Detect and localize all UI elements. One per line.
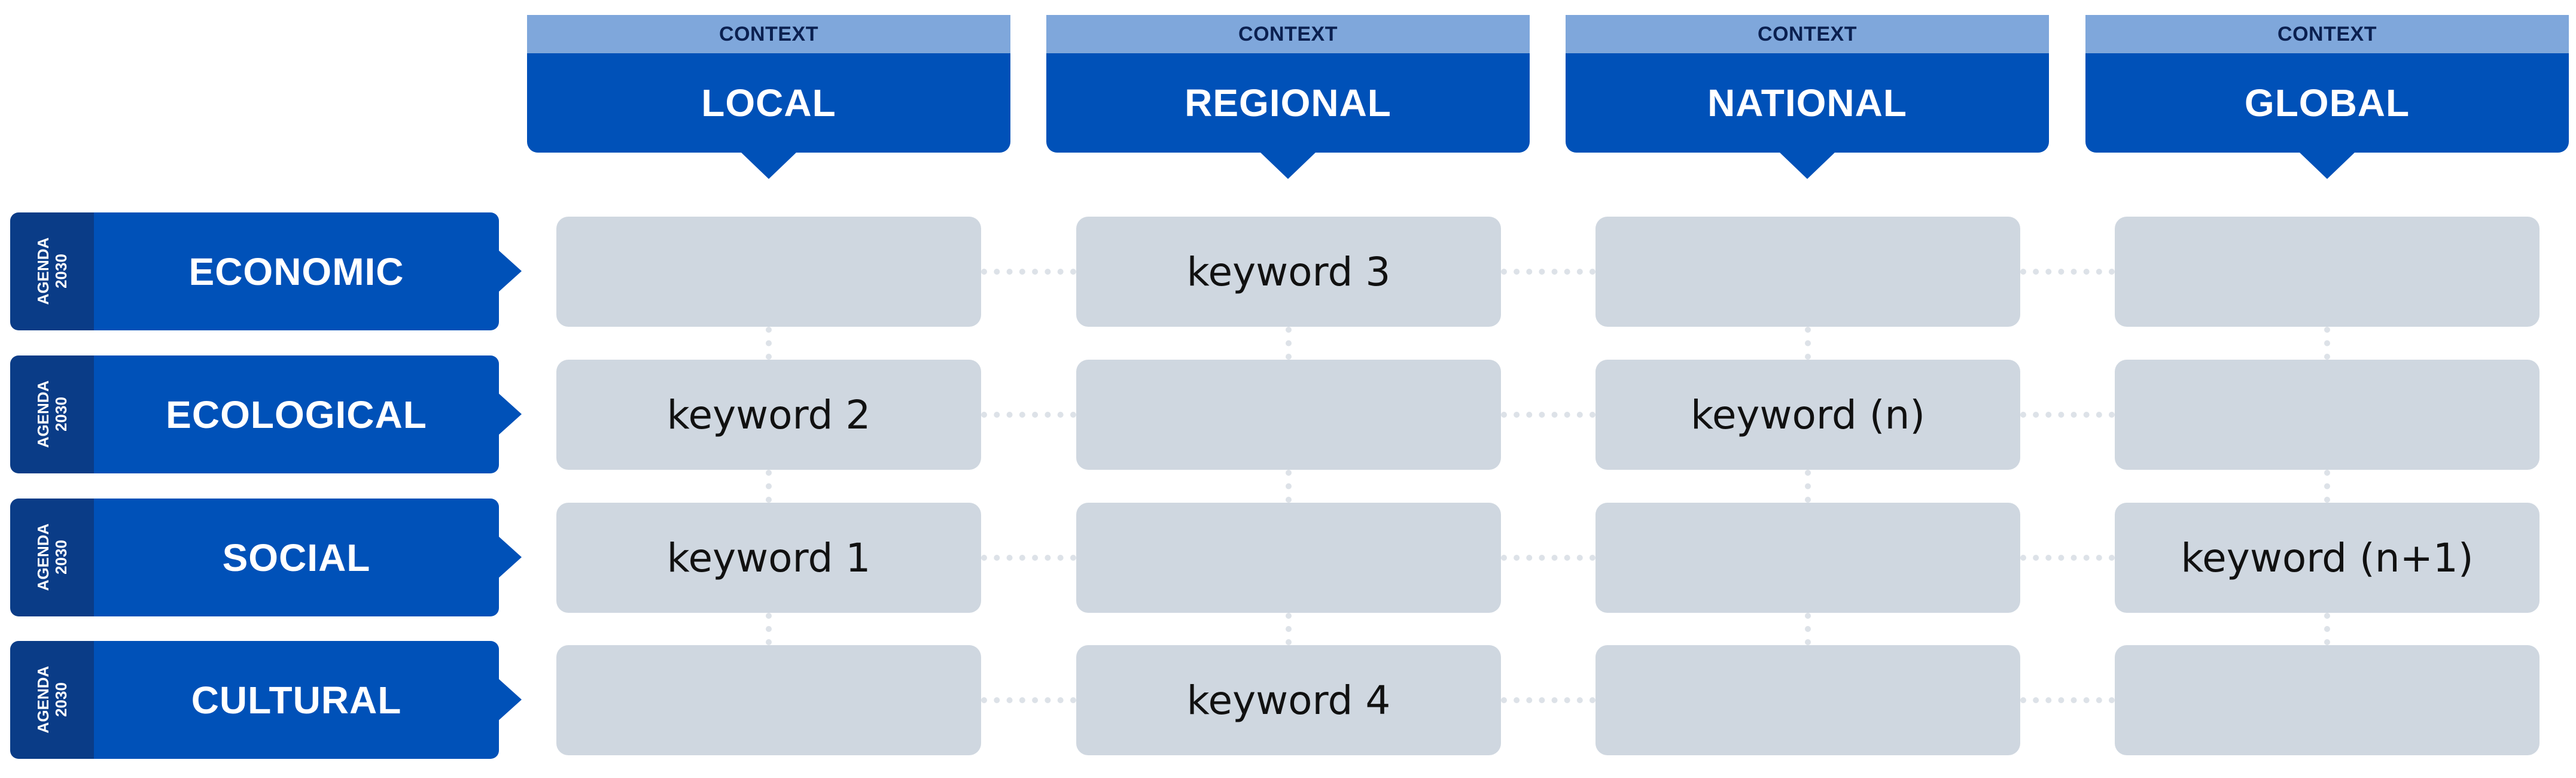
- row-pointer-arrow: [498, 250, 522, 293]
- grid-cell: keyword (n): [1595, 360, 2020, 470]
- grid-cell: [1595, 217, 2020, 327]
- vertical-dotted-connector: [2324, 327, 2330, 360]
- row-label: ECOLOGICAL: [94, 355, 499, 473]
- row-label: ECONOMIC: [94, 212, 499, 330]
- agenda-label: AGENDA: [34, 665, 52, 734]
- column-title: REGIONAL: [1046, 53, 1530, 153]
- horizontal-dotted-connector: [1501, 412, 1595, 418]
- grid-cell: [556, 217, 981, 327]
- column-title: NATIONAL: [1566, 53, 2049, 153]
- horizontal-dotted-connector: [2020, 412, 2115, 418]
- vertical-dotted-connector: [1805, 327, 1811, 360]
- horizontal-dotted-connector: [2020, 555, 2115, 561]
- column-context-label: CONTEXT: [1046, 15, 1530, 53]
- horizontal-dotted-connector: [2020, 697, 2115, 703]
- column-header-national: CONTEXT NATIONAL: [1566, 15, 2049, 179]
- row-pointer-arrow: [498, 536, 522, 579]
- horizontal-dotted-connector: [2020, 269, 2115, 275]
- agenda-year: 2030: [52, 682, 70, 717]
- column-header-local: CONTEXT LOCAL: [527, 15, 1010, 179]
- horizontal-dotted-connector: [981, 555, 1076, 561]
- grid-cell: keyword 4: [1076, 645, 1501, 755]
- vertical-dotted-connector: [766, 470, 772, 503]
- column-context-label: CONTEXT: [2085, 15, 2569, 53]
- horizontal-dotted-connector: [1501, 555, 1595, 561]
- column-pointer-arrow: [1779, 151, 1836, 179]
- grid-cell: [2115, 645, 2540, 755]
- horizontal-dotted-connector: [981, 697, 1076, 703]
- agenda-label: AGENDA: [34, 523, 52, 591]
- horizontal-dotted-connector: [1501, 697, 1595, 703]
- vertical-dotted-connector: [1805, 613, 1811, 645]
- column-context-label: CONTEXT: [527, 15, 1010, 53]
- grid-cell: keyword 2: [556, 360, 981, 470]
- row-pointer-arrow: [498, 678, 522, 721]
- grid-cell: [1076, 360, 1501, 470]
- horizontal-dotted-connector: [981, 269, 1076, 275]
- vertical-dotted-connector: [1286, 470, 1292, 503]
- column-title: LOCAL: [527, 53, 1010, 153]
- grid-cell: keyword 3: [1076, 217, 1501, 327]
- row-label: SOCIAL: [94, 499, 499, 616]
- grid-cell: [1595, 503, 2020, 613]
- column-context-label: CONTEXT: [1566, 15, 2049, 53]
- grid-cell: [1076, 503, 1501, 613]
- agenda-year: 2030: [52, 397, 70, 431]
- column-pointer-arrow: [2298, 151, 2356, 179]
- grid-cell: keyword 1: [556, 503, 981, 613]
- agenda-label: AGENDA: [34, 237, 52, 305]
- horizontal-dotted-connector: [981, 412, 1076, 418]
- row-pointer-arrow: [498, 393, 522, 436]
- row-label: CULTURAL: [94, 641, 499, 759]
- grid-cell: keyword (n+1): [2115, 503, 2540, 613]
- column-title: GLOBAL: [2085, 53, 2569, 153]
- vertical-dotted-connector: [766, 327, 772, 360]
- vertical-dotted-connector: [2324, 470, 2330, 503]
- agenda-label: AGENDA: [34, 380, 52, 448]
- grid-cell: [2115, 360, 2540, 470]
- column-header-global: CONTEXT GLOBAL: [2085, 15, 2569, 179]
- column-header-regional: CONTEXT REGIONAL: [1046, 15, 1530, 179]
- grid-cell: [2115, 217, 2540, 327]
- vertical-dotted-connector: [1286, 613, 1292, 645]
- grid-cell: [556, 645, 981, 755]
- agenda-year: 2030: [52, 254, 70, 288]
- vertical-dotted-connector: [1805, 470, 1811, 503]
- column-pointer-arrow: [1259, 151, 1317, 179]
- grid-cell: [1595, 645, 2020, 755]
- agenda-year: 2030: [52, 540, 70, 575]
- horizontal-dotted-connector: [1501, 269, 1595, 275]
- vertical-dotted-connector: [1286, 327, 1292, 360]
- vertical-dotted-connector: [2324, 613, 2330, 645]
- vertical-dotted-connector: [766, 613, 772, 645]
- column-pointer-arrow: [740, 151, 797, 179]
